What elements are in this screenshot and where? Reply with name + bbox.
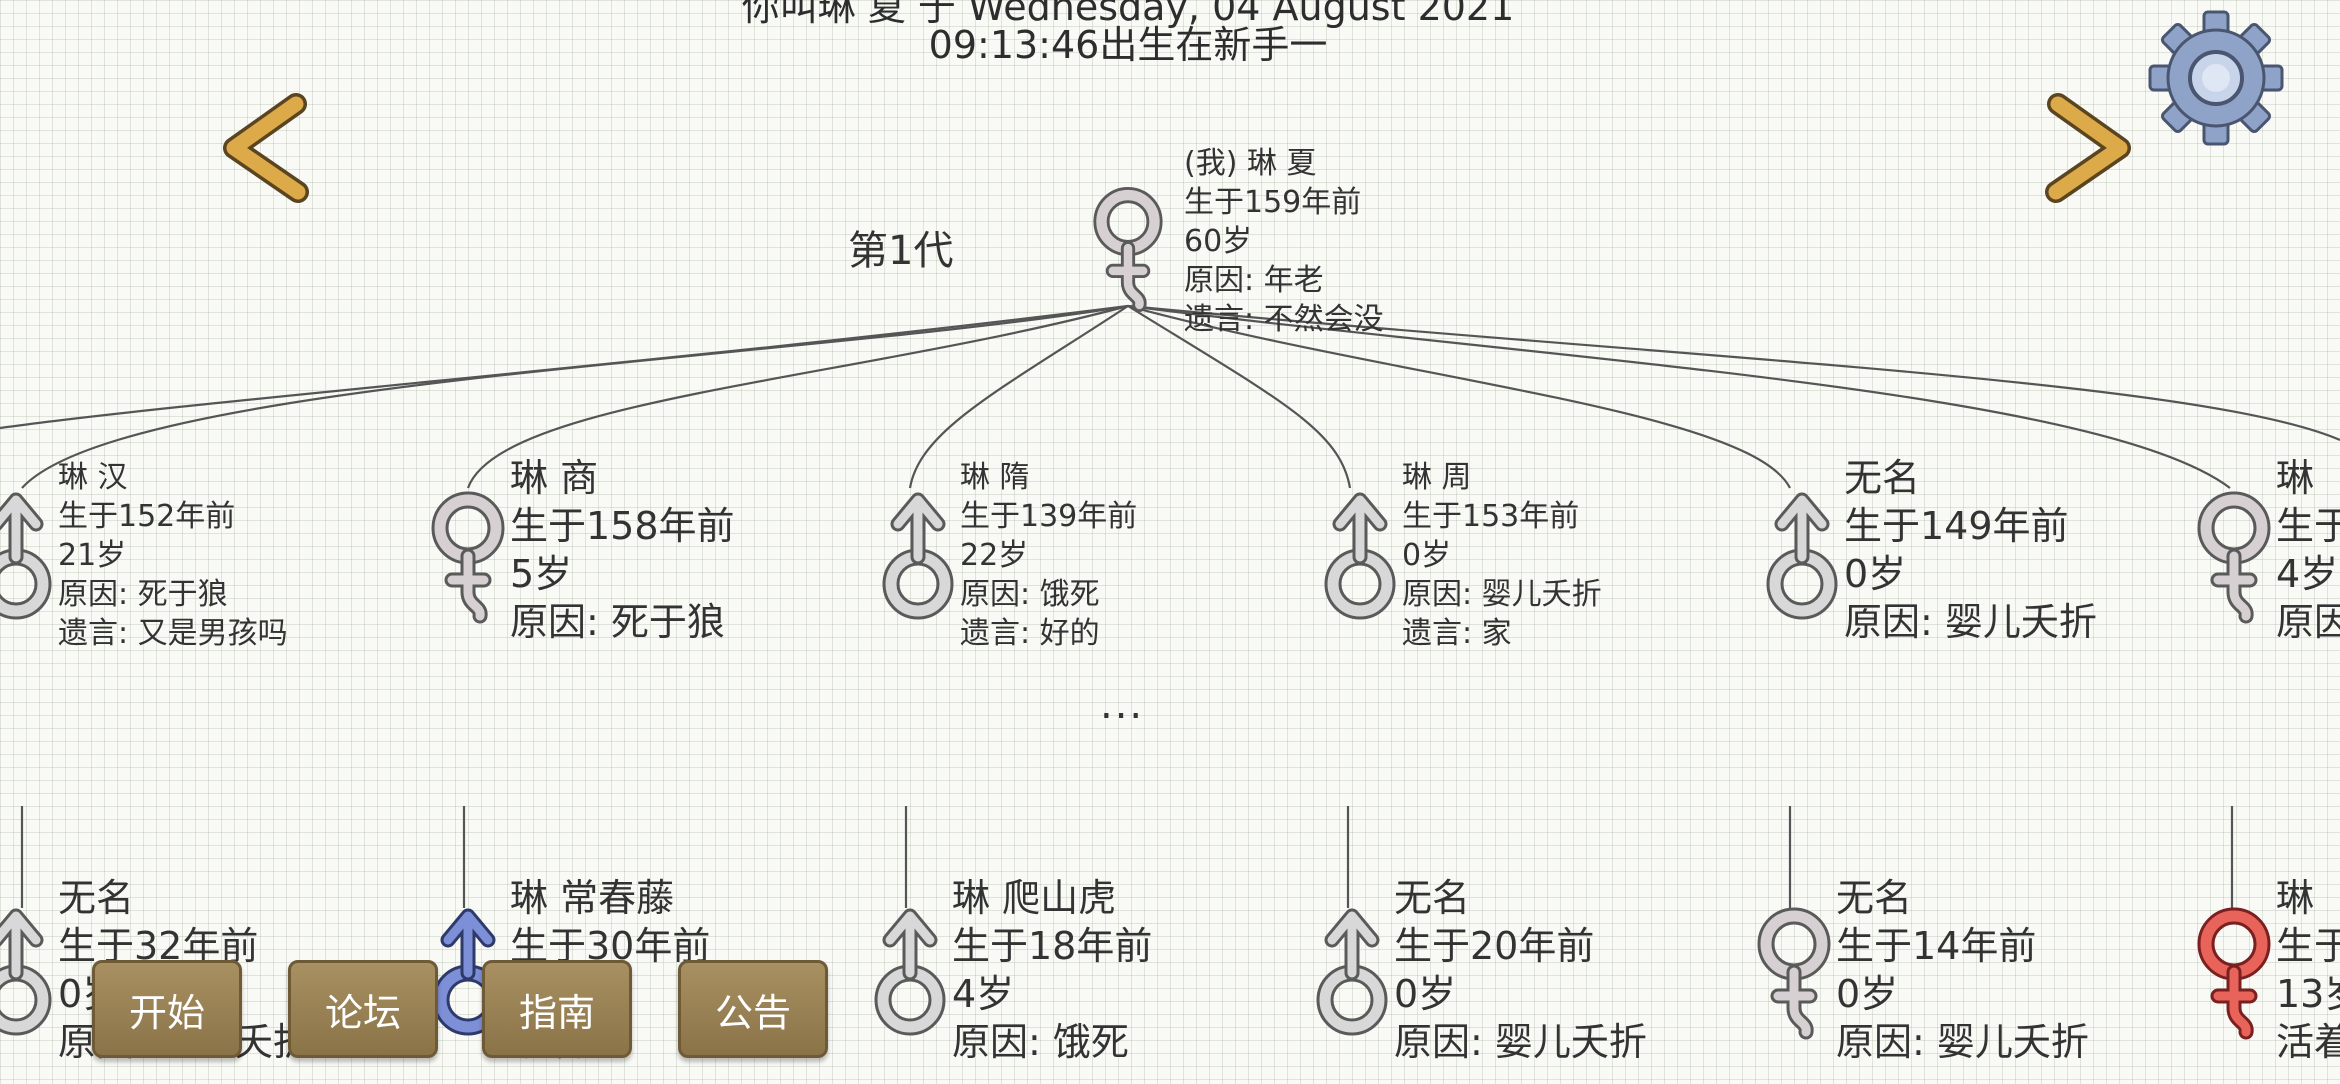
child-age: 22岁 [960,538,1029,573]
child-name: 琳 汉 [58,460,128,495]
child-card[interactable]: 琳 隋 生于139年前 22岁 原因: 饿死 遗言: 好的 [880,458,1260,658]
start-button[interactable]: 开始 [92,960,242,1058]
descendant-age: 4岁 [952,972,1015,1016]
descendant-name: 无名 [58,876,135,920]
descendant-age: 13岁 [2276,972,2340,1016]
child-cause: 原因 [2276,600,2340,644]
child-card[interactable]: 琳 周 生于153年前 0岁 原因: 婴儿夭折 遗言: 家 [1322,458,1702,658]
root-cause: 原因: 年老 [1184,263,1324,298]
child-last-words: 遗言: 家 [1402,616,1512,651]
child-card[interactable]: 琳 汉 生于152年前 21岁 原因: 死于狼 遗言: 又是男孩吗 [0,458,358,658]
forum-button[interactable]: 论坛 [288,960,438,1058]
child-age: 21岁 [58,538,127,573]
child-age: 0岁 [1844,552,1907,596]
child-cause: 原因: 婴儿夭折 [1844,600,2097,644]
child-born: 生于158年前 [510,504,735,548]
descendant-name: 琳 常春藤 [510,876,675,920]
descendant-cause: 原因: 婴儿夭折 [1394,1020,1647,1064]
child-cause: 原因: 饿死 [960,577,1100,612]
descendant-cause: 原因: 饿死 [952,1020,1129,1064]
male-gender-icon [1324,492,1396,620]
male-gender-icon [1316,908,1388,1036]
descendant-name: 琳 [2276,876,2315,920]
root-name: (我) 琳 夏 [1184,146,1317,181]
male-gender-icon [0,492,52,620]
child-age: 5岁 [510,552,573,596]
child-cause: 原因: 死于狼 [58,577,228,612]
descendant-born: 生于 [2276,924,2340,968]
female-gender-icon[interactable] [1092,180,1164,320]
root-born: 生于159年前 [1184,185,1362,220]
female-gender-icon [2197,907,2271,1040]
female-gender-icon [431,491,505,624]
more-generations-ellipsis: ... [1100,682,1145,728]
child-born: 生于153年前 [1402,499,1580,534]
descendant-card[interactable]: 琳 生于 13岁 活着 [2196,874,2340,1080]
child-last-words: 遗言: 好的 [960,616,1100,651]
male-gender-icon [874,908,946,1036]
child-card[interactable]: 无名 生于149年前 0岁 原因: 婴儿夭折 [1764,454,2144,654]
descendant-born: 生于14年前 [1836,924,2037,968]
child-born: 生于149年前 [1844,504,2069,548]
descendant-born: 生于20年前 [1394,924,1595,968]
male-gender-icon [0,908,52,1036]
female-gender-icon [2197,491,2271,624]
settings-gear-icon[interactable] [2148,10,2284,146]
announcement-button[interactable]: 公告 [678,960,828,1058]
male-gender-icon [882,492,954,620]
child-name: 琳 周 [1402,460,1472,495]
descendant-card[interactable]: 琳 爬山虎 生于18年前 4岁 原因: 饿死 [872,874,1252,1084]
child-born: 生于139年前 [960,499,1138,534]
descendant-cause: 活着 [2276,1020,2340,1064]
descendant-cause: 原因: 婴儿夭折 [1836,1020,2089,1064]
descendant-card[interactable]: 无名 生于14年前 0岁 原因: 婴儿夭折 [1756,874,2136,1084]
child-cause: 原因: 死于狼 [510,600,725,644]
child-born: 生于152年前 [58,499,236,534]
birth-location-line: 09:13:46出生在新手一 [928,23,1328,67]
child-age: 0岁 [1402,538,1452,573]
child-name: 琳 商 [510,456,599,500]
generation-label: 第1代 [848,228,954,274]
child-card[interactable]: 琳 生于 4岁 原因 [2196,454,2340,654]
descendant-age: 0岁 [1836,972,1899,1016]
descendant-name: 无名 [1836,876,1913,920]
birth-info-line: 你叫琳 夏 于 Wednesday, 04 August 2021 [741,0,1515,29]
descendant-name: 无名 [1394,876,1471,920]
male-gender-icon [1766,492,1838,620]
child-cause: 原因: 婴儿夭折 [1402,577,1602,612]
child-name: 琳 [2276,456,2315,500]
root-last-words: 遗言: 不然会没 [1184,302,1384,337]
descendant-name: 琳 爬山虎 [952,876,1117,920]
descendant-card[interactable]: 无名 生于20年前 0岁 原因: 婴儿夭折 [1314,874,1694,1084]
next-arrow-icon[interactable] [2036,92,2136,204]
descendant-age: 0岁 [1394,972,1457,1016]
female-gender-icon [1757,907,1831,1040]
descendant-born: 生于18年前 [952,924,1153,968]
child-card[interactable]: 琳 商 生于158年前 5岁 原因: 死于狼 [430,454,810,654]
child-born: 生于 [2276,504,2340,548]
guide-button[interactable]: 指南 [482,960,632,1058]
child-age: 4岁 [2276,552,2339,596]
previous-arrow-icon[interactable] [218,92,318,204]
child-last-words: 遗言: 又是男孩吗 [58,616,288,651]
child-name: 琳 隋 [960,460,1030,495]
child-name: 无名 [1844,456,1921,500]
root-age: 60岁 [1184,224,1253,259]
